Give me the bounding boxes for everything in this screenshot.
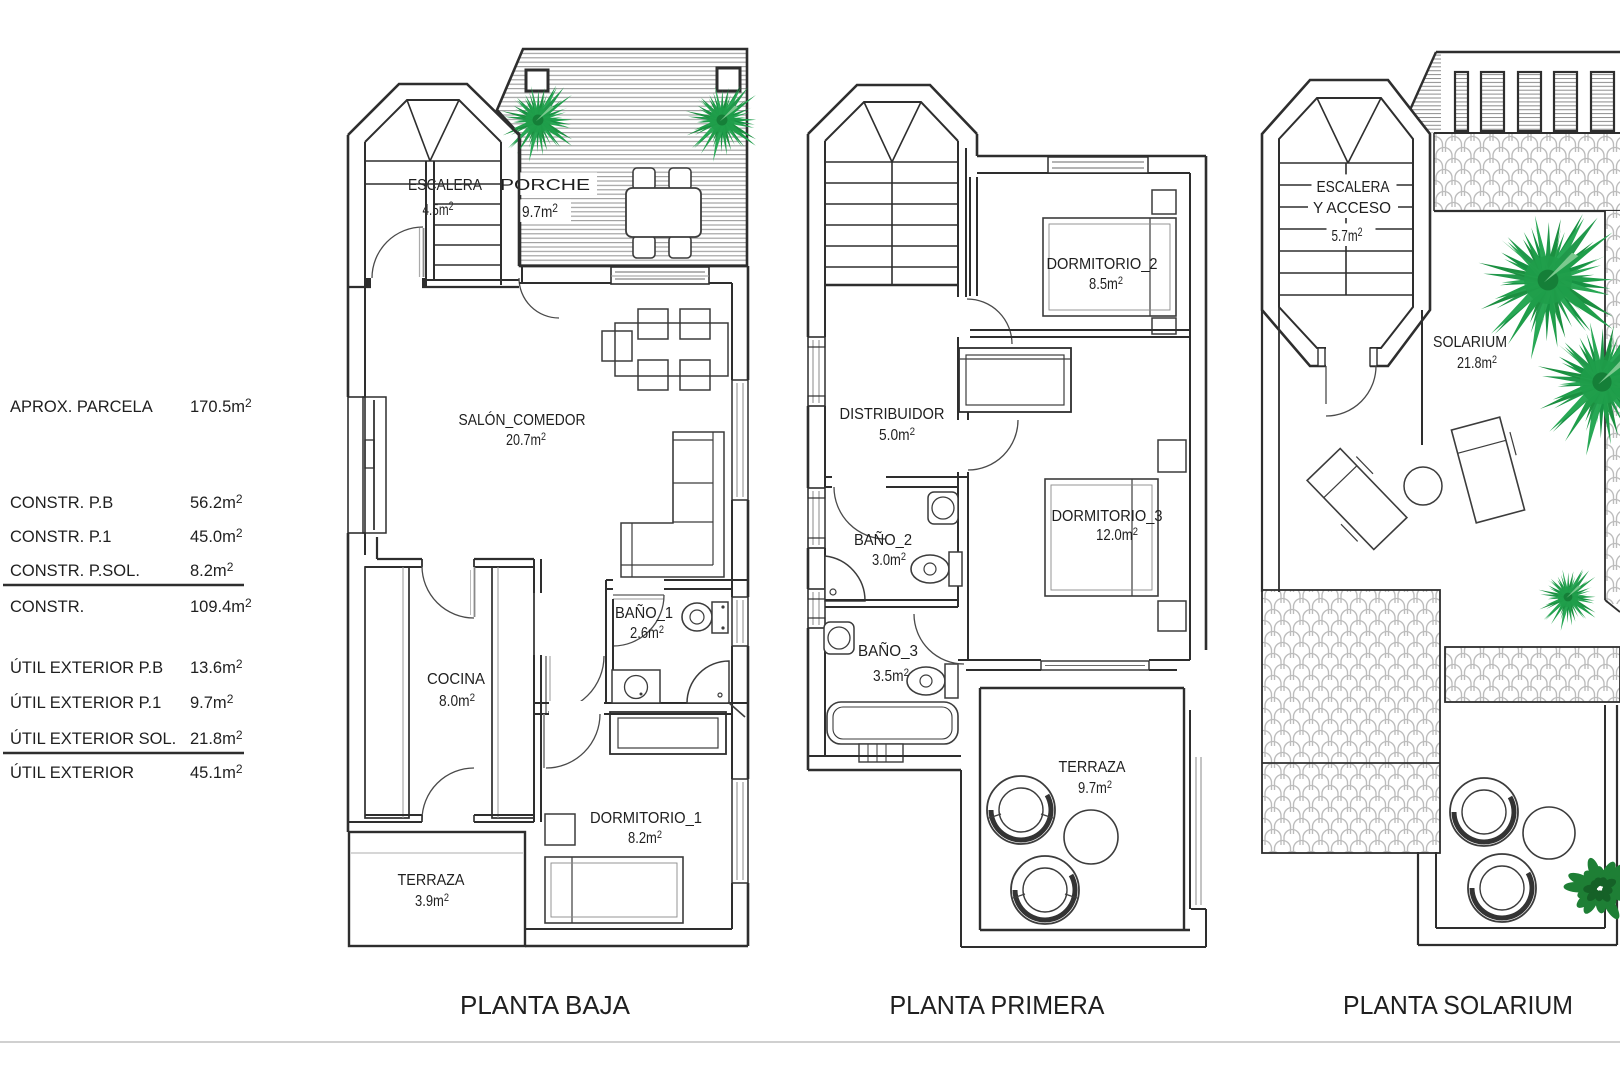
svg-text:PLANTA SOLARIUM: PLANTA SOLARIUM bbox=[1343, 990, 1573, 1020]
svg-text:13.6m2: 13.6m2 bbox=[190, 657, 243, 677]
svg-text:3.0m2: 3.0m2 bbox=[872, 551, 906, 569]
svg-text:DORMITORIO_3: DORMITORIO_3 bbox=[1052, 508, 1163, 525]
svg-text:BAÑO_3: BAÑO_3 bbox=[858, 643, 918, 660]
svg-text:CONSTR. P.1: CONSTR. P.1 bbox=[10, 528, 111, 546]
svg-text:PLANTA BAJA: PLANTA BAJA bbox=[460, 990, 631, 1020]
svg-text:ESCALERA: ESCALERA bbox=[408, 177, 482, 194]
svg-text:20.7m2: 20.7m2 bbox=[506, 431, 546, 449]
svg-text:ÚTIL EXTERIOR: ÚTIL EXTERIOR bbox=[10, 763, 134, 782]
svg-text:TERRAZA: TERRAZA bbox=[398, 872, 466, 889]
svg-text:12.0m2: 12.0m2 bbox=[1096, 526, 1138, 544]
svg-text:PLANTA PRIMERA: PLANTA PRIMERA bbox=[890, 990, 1106, 1020]
svg-text:5.0m2: 5.0m2 bbox=[879, 426, 915, 444]
svg-text:ESCALERA: ESCALERA bbox=[1317, 179, 1390, 196]
svg-text:9.7m2: 9.7m2 bbox=[522, 201, 558, 221]
svg-text:9.7m2: 9.7m2 bbox=[190, 692, 234, 712]
svg-text:109.4m2: 109.4m2 bbox=[190, 596, 252, 616]
svg-text:9.7m2: 9.7m2 bbox=[1078, 779, 1112, 797]
svg-text:BAÑO_2: BAÑO_2 bbox=[854, 532, 912, 549]
svg-text:8.5m2: 8.5m2 bbox=[1089, 275, 1123, 293]
svg-text:45.1m2: 45.1m2 bbox=[190, 762, 243, 782]
svg-text:170.5m2: 170.5m2 bbox=[190, 396, 252, 416]
svg-text:ÚTIL EXTERIOR SOL.: ÚTIL EXTERIOR SOL. bbox=[10, 729, 176, 748]
svg-text:DORMITORIO_2: DORMITORIO_2 bbox=[1047, 256, 1158, 273]
svg-text:PORCHE: PORCHE bbox=[500, 177, 590, 194]
svg-text:COCINA: COCINA bbox=[427, 671, 486, 688]
svg-text:8.2m2: 8.2m2 bbox=[190, 560, 234, 580]
svg-text:21.8m2: 21.8m2 bbox=[190, 728, 243, 748]
svg-text:CONSTR.: CONSTR. bbox=[10, 598, 84, 616]
svg-text:CONSTR. P.SOL.: CONSTR. P.SOL. bbox=[10, 562, 140, 580]
svg-text:TERRAZA: TERRAZA bbox=[1059, 759, 1127, 776]
svg-text:SOLARIUM: SOLARIUM bbox=[1433, 334, 1507, 351]
svg-text:BAÑO_1: BAÑO_1 bbox=[615, 605, 673, 622]
svg-text:DISTRIBUIDOR: DISTRIBUIDOR bbox=[840, 406, 945, 423]
svg-text:DORMITORIO_1: DORMITORIO_1 bbox=[590, 810, 702, 827]
svg-text:8.0m2: 8.0m2 bbox=[439, 692, 475, 710]
svg-text:ÚTIL EXTERIOR P.B: ÚTIL EXTERIOR P.B bbox=[10, 658, 163, 677]
svg-text:56.2m2: 56.2m2 bbox=[190, 492, 243, 512]
svg-text:2.6m2: 2.6m2 bbox=[630, 624, 664, 642]
svg-text:5.7m2: 5.7m2 bbox=[1332, 225, 1363, 245]
svg-text:8.2m2: 8.2m2 bbox=[628, 829, 662, 847]
svg-text:3.9m2: 3.9m2 bbox=[415, 892, 449, 910]
svg-text:21.8m2: 21.8m2 bbox=[1457, 354, 1497, 372]
svg-text:3.5m2: 3.5m2 bbox=[873, 667, 909, 685]
svg-text:Y ACCESO: Y ACCESO bbox=[1313, 200, 1391, 217]
svg-text:ÚTIL EXTERIOR P.1: ÚTIL EXTERIOR P.1 bbox=[10, 693, 161, 712]
svg-text:CONSTR. P.B: CONSTR. P.B bbox=[10, 494, 113, 512]
svg-text:45.0m2: 45.0m2 bbox=[190, 526, 243, 546]
svg-text:SALÓN_COMEDOR: SALÓN_COMEDOR bbox=[459, 412, 586, 429]
svg-text:APROX. PARCELA: APROX. PARCELA bbox=[10, 398, 153, 416]
